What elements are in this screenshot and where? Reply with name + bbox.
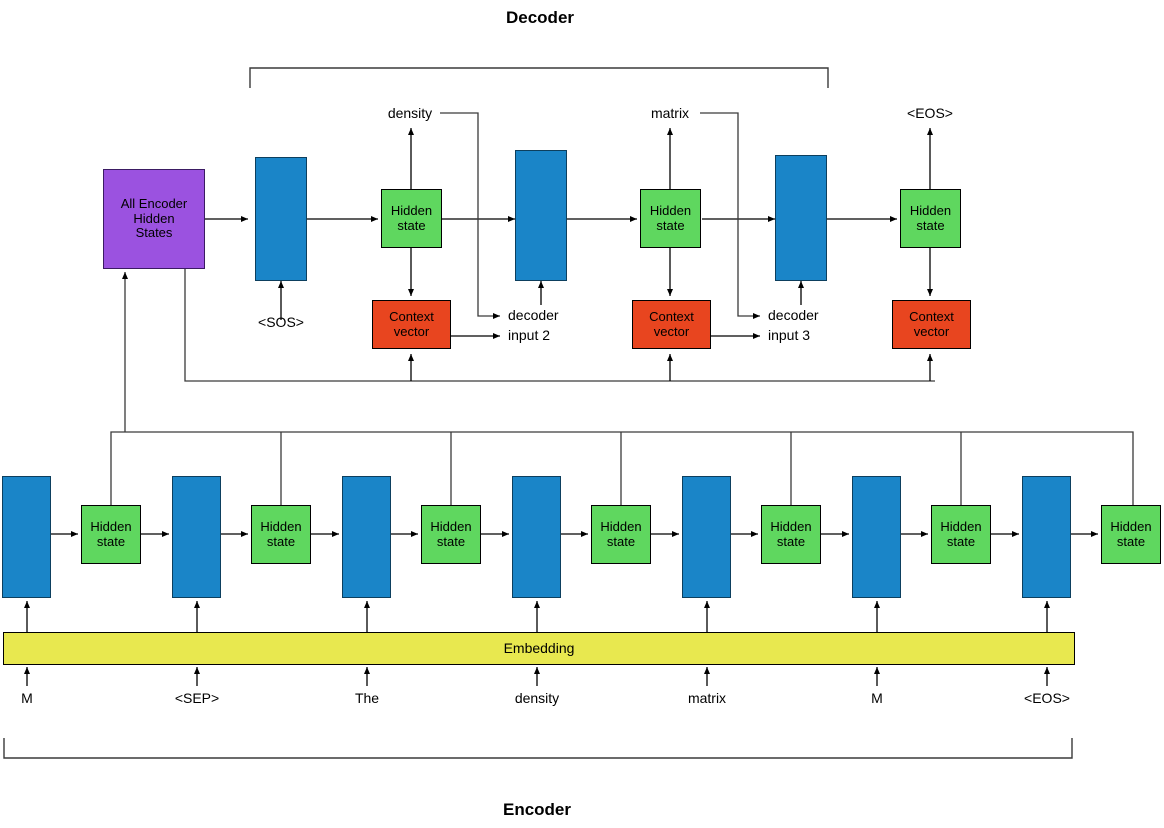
encoder-hidden-7-line1: Hidden: [1110, 518, 1152, 534]
encoder-cell-1[interactable]: [2, 476, 51, 598]
decoder-context-vector-3[interactable]: Context vector: [892, 300, 971, 349]
context-vector-2-line2: vector: [653, 323, 690, 339]
encoder-input-token-6: M: [871, 690, 883, 706]
encoder-cell-4[interactable]: [512, 476, 561, 598]
decoder-output-token-1: density: [387, 105, 433, 121]
decoder-next-input-2-line1: decoder: [768, 307, 819, 323]
decoder-title: Decoder: [505, 8, 575, 27]
encoder-hidden-2-line2: state: [266, 533, 296, 549]
encoder-hidden-4-line1: Hidden: [600, 518, 642, 534]
decoder-hidden-3-line2: state: [916, 217, 945, 233]
encoder-hidden-1-line1: Hidden: [90, 518, 132, 534]
encoder-cell-6[interactable]: [852, 476, 901, 598]
decoder-cell-2[interactable]: [515, 150, 567, 281]
decoder-sos-label: <SOS>: [258, 314, 304, 330]
decoder-hidden-3-line1: Hidden: [909, 202, 952, 218]
encoder-hidden-2-line1: Hidden: [260, 518, 302, 534]
encoder-hidden-5-line2: state: [776, 533, 806, 549]
encoder-hidden-3-line2: state: [436, 533, 466, 549]
decoder-hidden-2-line1: Hidden: [649, 202, 692, 218]
decoder-next-input-2-line2: input 3: [768, 327, 811, 343]
encoder-hidden-1-line2: state: [96, 533, 126, 549]
all-encoder-line1: All Encoder: [120, 196, 188, 212]
decoder-output-token-3: <EOS>: [907, 105, 953, 121]
encoder-input-token-2: <SEP>: [174, 690, 220, 706]
decoder-cell-3[interactable]: [775, 155, 827, 281]
encoder-input-token-5: matrix: [687, 690, 727, 706]
decoder-output-token-2: matrix: [650, 105, 690, 121]
encoder-hidden-3-line1: Hidden: [430, 518, 472, 534]
encoder-hidden-4-line2: state: [606, 533, 636, 549]
encoder-hidden-6-line1: Hidden: [940, 518, 982, 534]
decoder-next-input-1-line1: decoder: [508, 307, 559, 323]
embedding-bar[interactable]: Embedding: [3, 632, 1075, 665]
encoder-hidden-5-line1: Hidden: [770, 518, 812, 534]
decoder-hidden-state-3[interactable]: Hidden state: [900, 189, 961, 248]
embedding-label: Embedding: [503, 639, 575, 656]
context-vector-1-line2: vector: [393, 323, 430, 339]
all-encoder-line2: Hidden: [133, 210, 175, 226]
all-encoder-hidden-states-box[interactable]: All Encoder Hidden States: [103, 169, 205, 269]
context-vector-3-line2: vector: [913, 323, 950, 339]
encoder-input-token-7: <EOS>: [1024, 690, 1070, 706]
all-encoder-line3: States: [135, 225, 173, 241]
encoder-hidden-7-line2: state: [1116, 533, 1146, 549]
encoder-input-token-4: density: [514, 690, 560, 706]
decoder-hidden-1-line1: Hidden: [390, 202, 433, 218]
context-vector-1-line1: Context: [389, 308, 434, 324]
encoder-cell-7[interactable]: [1022, 476, 1071, 598]
encoder-input-token-1: M: [21, 690, 33, 706]
encoder-cell-2[interactable]: [172, 476, 221, 598]
decoder-cell-1[interactable]: [255, 157, 307, 281]
decoder-hidden-state-1[interactable]: Hidden state: [381, 189, 442, 248]
context-vector-2-line1: Context: [649, 308, 694, 324]
decoder-hidden-2-line2: state: [656, 217, 685, 233]
decoder-hidden-1-line2: state: [397, 217, 426, 233]
decoder-context-vector-2[interactable]: Context vector: [632, 300, 711, 349]
decoder-next-input-1-line2: input 2: [508, 327, 551, 343]
encoder-hidden-6-line2: state: [946, 533, 976, 549]
context-vector-3-line1: Context: [909, 308, 954, 324]
decoder-hidden-state-2[interactable]: Hidden state: [640, 189, 701, 248]
encoder-cell-5[interactable]: [682, 476, 731, 598]
encoder-input-token-3: The: [354, 690, 380, 706]
encoder-title: Encoder: [502, 800, 572, 819]
decoder-context-vector-1[interactable]: Context vector: [372, 300, 451, 349]
encoder-cell-3[interactable]: [342, 476, 391, 598]
